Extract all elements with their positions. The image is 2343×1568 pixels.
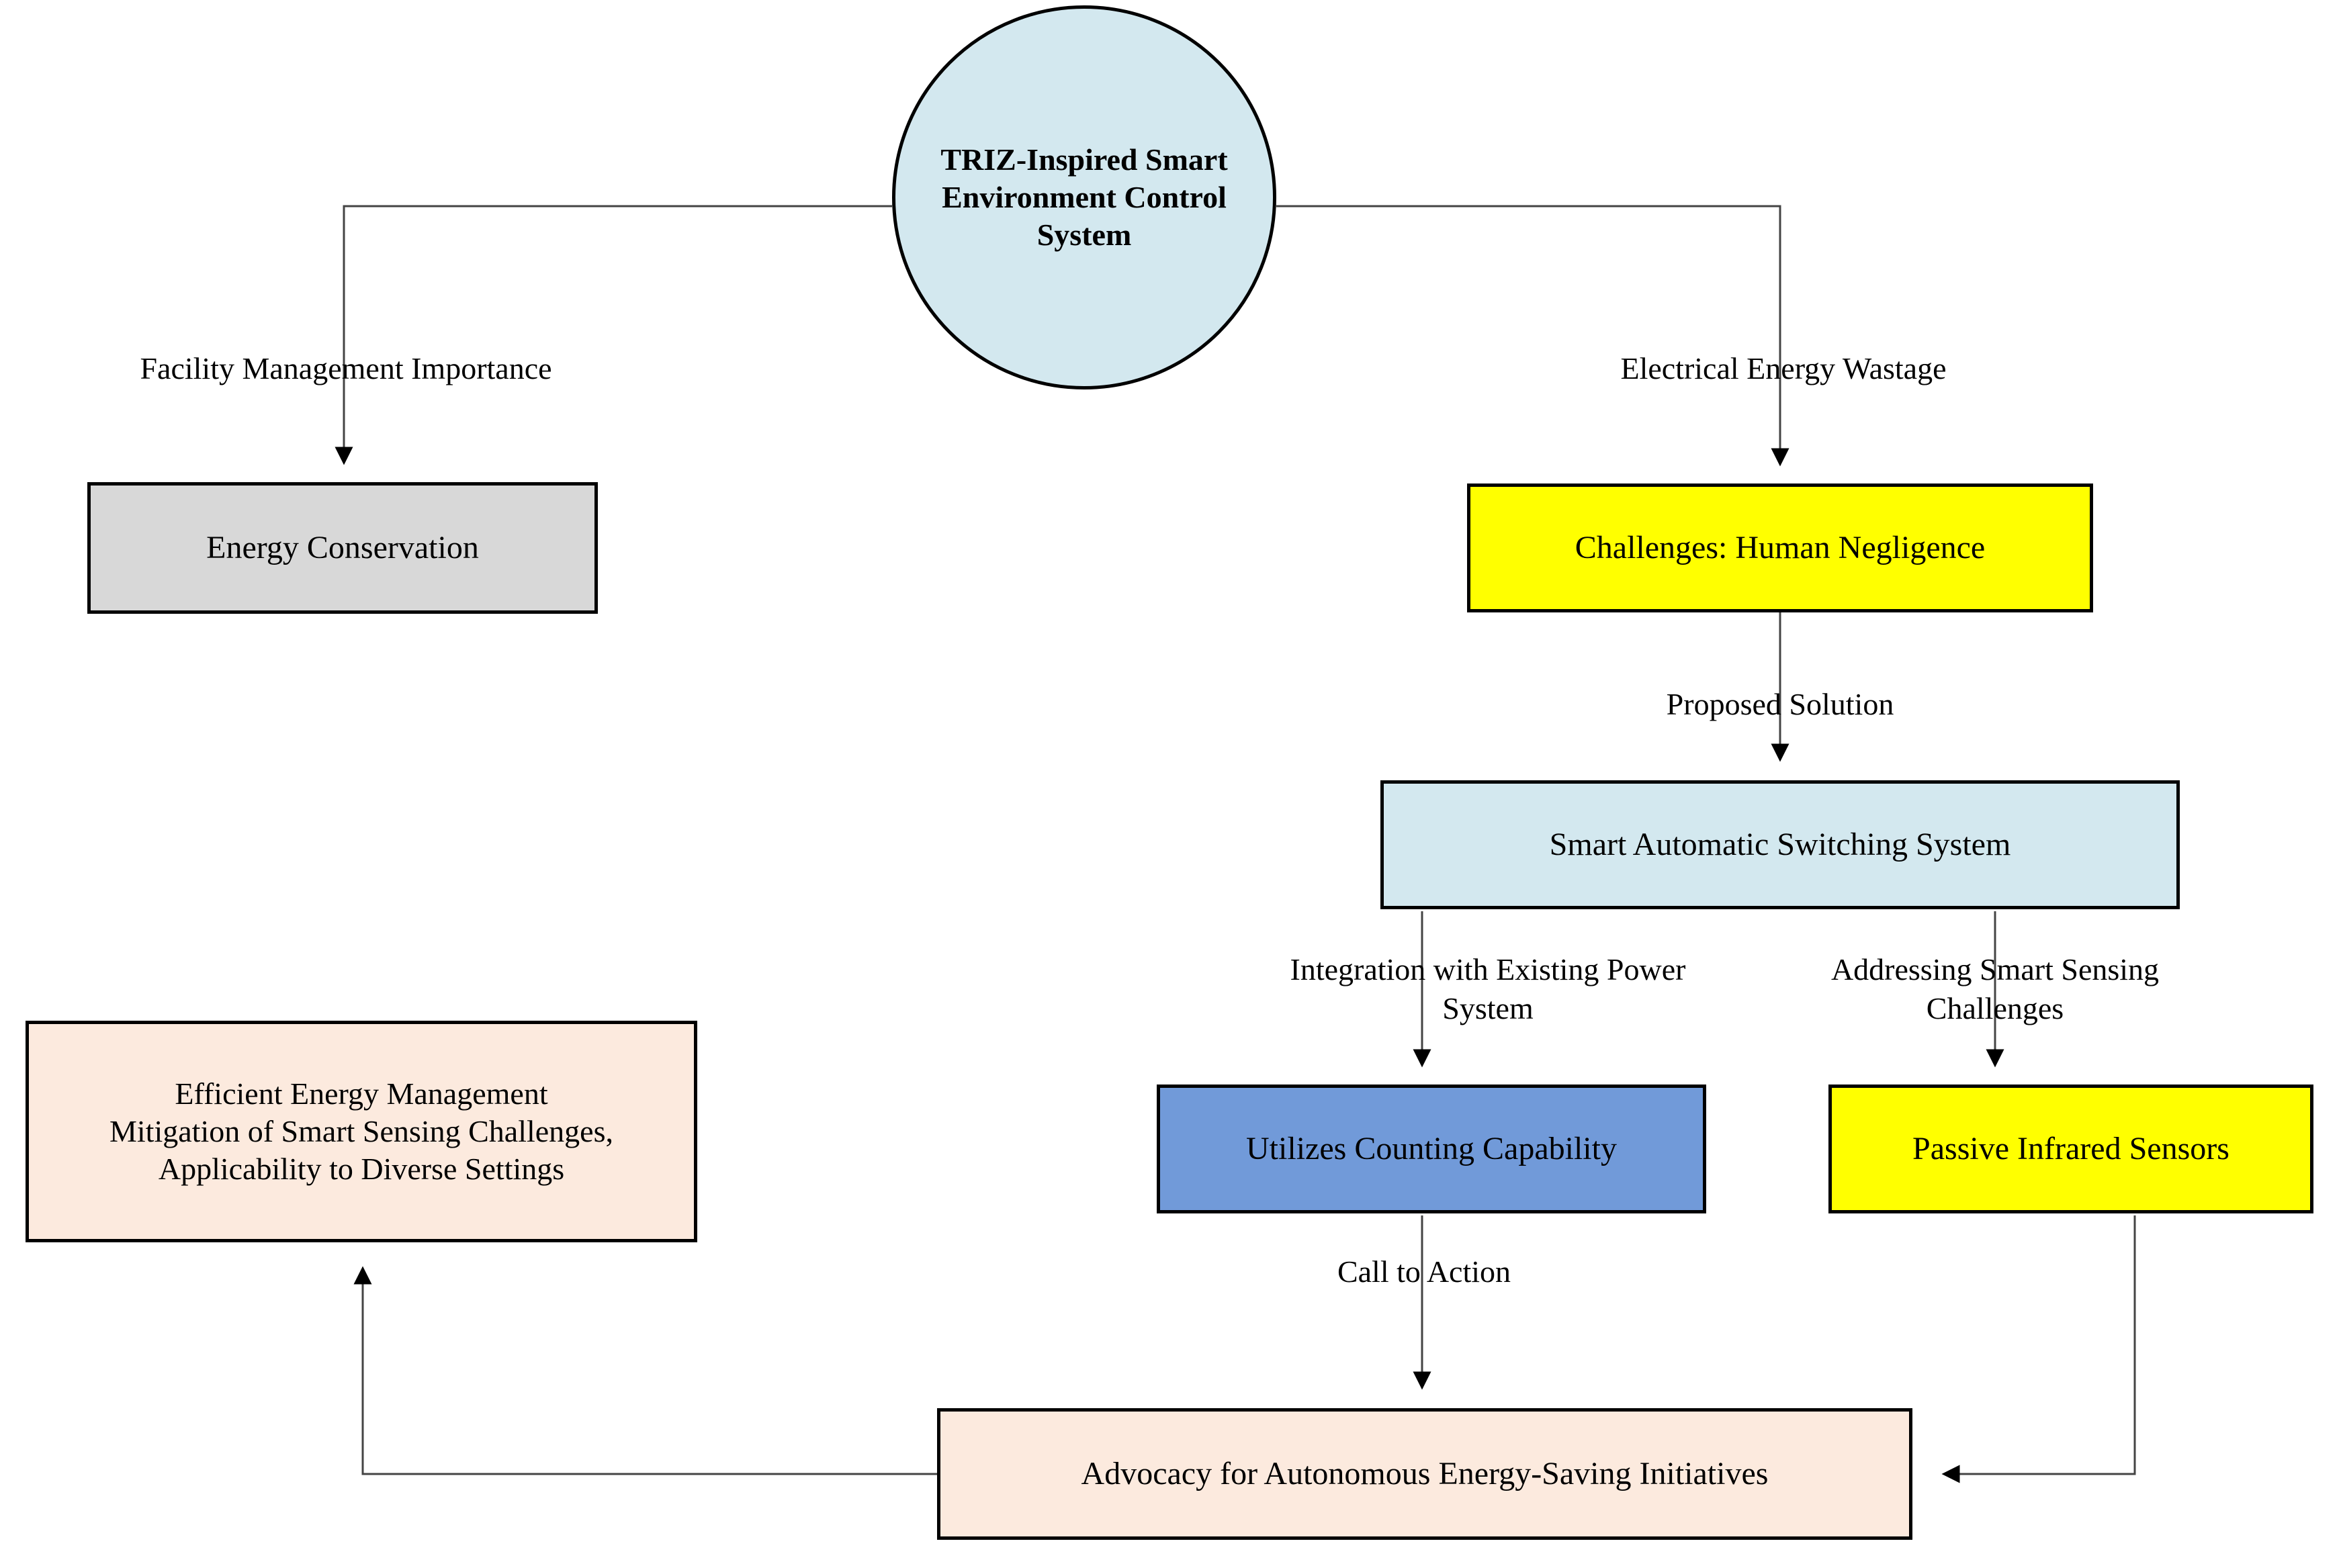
node-outcomes-label: Efficient Energy Management Mitigation o… xyxy=(109,1076,613,1187)
node-switching-system-label: Smart Automatic Switching System xyxy=(1549,826,2011,862)
node-pir[interactable]: Passive Infrared Sensors xyxy=(1828,1085,2313,1213)
node-root[interactable]: TRIZ-Inspired Smart Environment Control … xyxy=(892,5,1276,389)
node-counting[interactable]: Utilizes Counting Capability xyxy=(1157,1085,1706,1213)
edge-label-addressing-smart-sensing-challenges: Addressing Smart Sensing Challenges xyxy=(1830,952,2160,1025)
edge-label-electrical-energy-wastage: Electrical Energy Wastage xyxy=(1620,351,1947,385)
edge-label-facility-management-importance: Facility Management Importance xyxy=(140,351,552,385)
node-counting-label: Utilizes Counting Capability xyxy=(1246,1130,1617,1166)
node-advocacy[interactable]: Advocacy for Autonomous Energy-Saving In… xyxy=(937,1408,1912,1540)
edge-pir-to-advocacy xyxy=(1941,1215,2136,1483)
node-challenges-label: Challenges: Human Negligence xyxy=(1575,529,1986,565)
edge-label-call-to-action: Call to Action xyxy=(1337,1254,1511,1289)
node-energy-conservation[interactable]: Energy Conservation xyxy=(87,482,598,614)
node-challenges[interactable]: Challenges: Human Negligence xyxy=(1467,483,2093,612)
node-root-label: TRIZ-Inspired Smart Environment Control … xyxy=(940,142,1228,252)
node-advocacy-label: Advocacy for Autonomous Energy-Saving In… xyxy=(1081,1455,1769,1491)
node-pir-label: Passive Infrared Sensors xyxy=(1912,1130,2229,1166)
edge-root-to-energy-conservation xyxy=(335,205,892,465)
edge-advocacy-to-outcomes xyxy=(353,1266,937,1475)
node-switching-system[interactable]: Smart Automatic Switching System xyxy=(1380,780,2180,909)
node-outcomes[interactable]: Efficient Energy Management Mitigation o… xyxy=(26,1021,697,1242)
edge-label-integration-with-existing-power-system: Integration with Existing Power System xyxy=(1290,952,1686,1025)
edge-label-proposed-solution: Proposed Solution xyxy=(1666,687,1894,721)
edge-root-to-challenges xyxy=(1276,205,1789,467)
node-energy-conservation-label: Energy Conservation xyxy=(206,529,479,565)
